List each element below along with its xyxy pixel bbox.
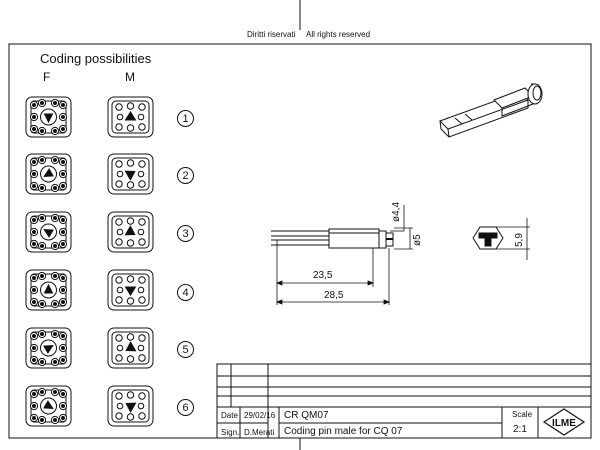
option-number-5: 5 (177, 341, 194, 358)
option-number-6: 6 (177, 399, 194, 416)
male-connector-3 (107, 211, 154, 253)
coding-title: Coding possibilities (40, 51, 152, 66)
option-number-3: 3 (177, 225, 194, 242)
title-block-lines (216, 363, 592, 439)
female-connector-6 (25, 385, 72, 427)
dim-length-28-5: 28,5 (324, 290, 344, 301)
female-connector-5 (25, 327, 72, 369)
rights-reserved-en: All rights reserved (306, 30, 371, 39)
female-connector-1 (25, 96, 72, 138)
svg-text:ILME: ILME (552, 418, 576, 429)
dim-diameter-5: ø5 (412, 234, 423, 246)
dimension-lines (275, 205, 413, 305)
part-code: CR QM07 (284, 410, 329, 421)
sign-label: Sign. (221, 428, 240, 437)
company-logo: ILME (542, 408, 586, 436)
male-connector-2 (107, 153, 154, 195)
dim-diameter-4-4: ø4,4 (391, 201, 402, 222)
pin-front-view (472, 218, 530, 260)
male-connector-1 (107, 96, 154, 138)
column-m-label: M (125, 70, 135, 84)
sign-value: D.Merati (244, 428, 275, 437)
date-value: 29/02/16 (244, 411, 276, 420)
rights-reserved-it: Diritti riservati (247, 30, 296, 39)
female-connector-2 (25, 153, 72, 195)
date-label: Date (221, 411, 238, 420)
female-connector-3 (25, 211, 72, 253)
pin-side-view (271, 228, 394, 249)
dim-length-23-5: 23,5 (313, 270, 333, 281)
option-number-4: 4 (177, 284, 194, 301)
pin-isometric-view (439, 83, 543, 138)
male-connector-4 (107, 269, 154, 311)
option-number-1: 1 (177, 110, 194, 127)
scale-label: Scale (512, 410, 533, 419)
option-number-2: 2 (177, 167, 194, 184)
dim-height-5-9: 5,9 (514, 233, 525, 247)
scale-value: 2:1 (513, 424, 527, 435)
male-connector-5 (107, 327, 154, 369)
part-description: Coding pin male for CQ 07 (284, 426, 403, 437)
column-f-label: F (43, 70, 51, 84)
female-connector-4 (25, 269, 72, 311)
male-connector-6 (107, 385, 154, 427)
